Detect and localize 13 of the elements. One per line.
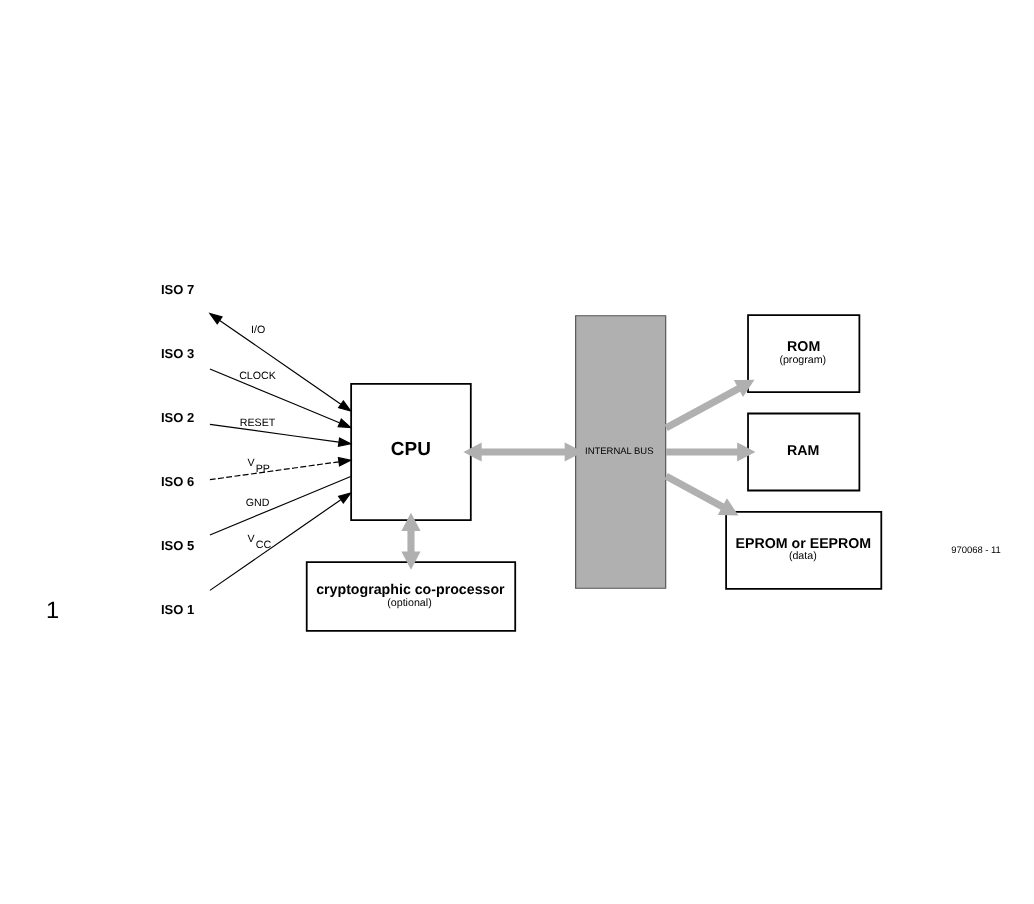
arrow: [209, 491, 353, 591]
node-box: CPU: [350, 383, 472, 521]
arrow: [463, 442, 583, 462]
arrow: [666, 442, 756, 462]
arrow: [209, 456, 353, 481]
arrow: [401, 512, 421, 570]
label: 1: [46, 595, 60, 624]
arrow: [208, 312, 353, 413]
arrow: [664, 472, 739, 516]
arrow: [664, 379, 755, 432]
arrow: [209, 368, 353, 429]
arrow: [209, 423, 353, 448]
connector: [209, 475, 352, 536]
